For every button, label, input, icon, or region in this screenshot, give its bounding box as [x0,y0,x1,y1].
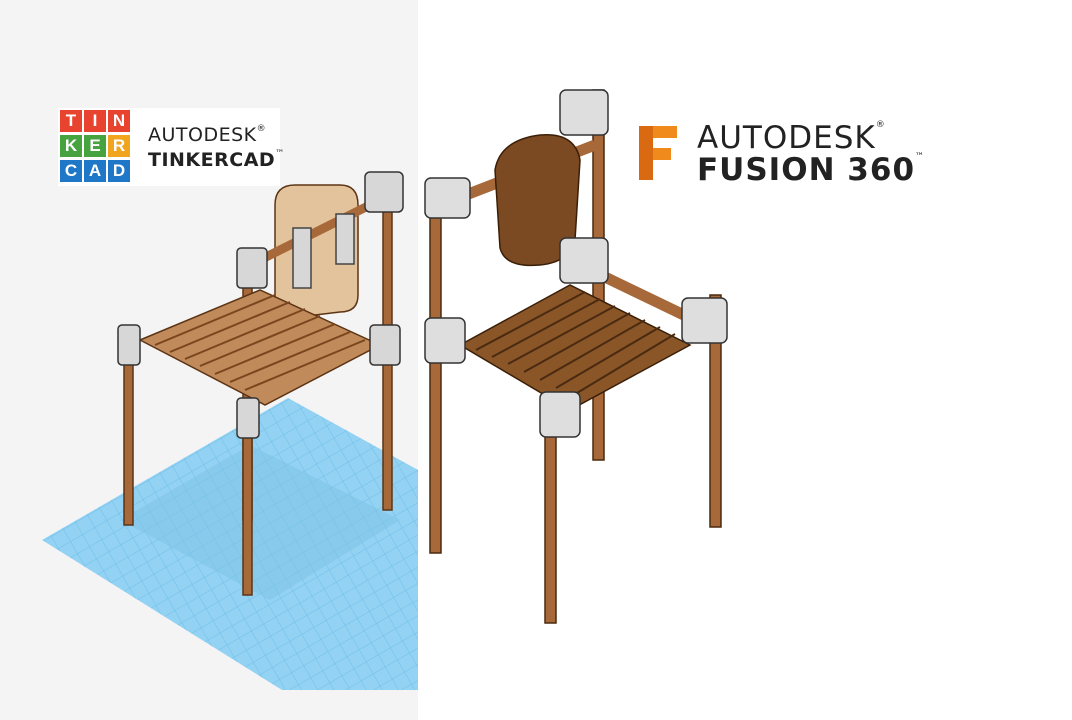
tinkercad-product-text: TINKERCAD [148,149,276,171]
fusion-chair [424,89,728,624]
trademark-mark: ™ [275,149,285,159]
registered-mark: ® [256,124,267,134]
registered-mark: ® [875,120,886,130]
tinkercad-logo-tile: C [60,160,82,182]
tinkercad-logo-tile: T [60,110,82,132]
tinkercad-logo-tile: N [108,110,130,132]
fusion360-logo: AUTODESK® FUSION 360™ [635,118,925,188]
workplane-grid [42,398,418,690]
tinkercad-chair [117,171,404,596]
tinkercad-logo-tile: I [84,110,106,132]
tinkercad-logo-tile: K [60,135,82,157]
tinkercad-product: TINKERCAD™ [148,149,285,171]
fusion-product: FUSION 360™ [697,152,925,188]
tinkercad-logo-tile: A [84,160,106,182]
tinkercad-logo: T I N K E R C A D AUTODESK® TINKERCAD™ [58,108,284,186]
tinkercad-logo-tile: E [84,135,106,157]
tinkercad-logo-tile: R [108,135,130,157]
fusion-brand-text: AUTODESK [697,120,876,156]
tinkercad-brand-text: AUTODESK [148,124,257,146]
fusion-product-text: FUSION 360 [697,152,916,188]
tinkercad-logo-tile: D [108,160,130,182]
fusion-f-icon [639,126,677,180]
trademark-mark: ™ [915,152,926,162]
tinkercad-brand: AUTODESK® [148,124,266,146]
chair-shadow [120,445,400,600]
fusion-brand: AUTODESK® [697,120,886,156]
